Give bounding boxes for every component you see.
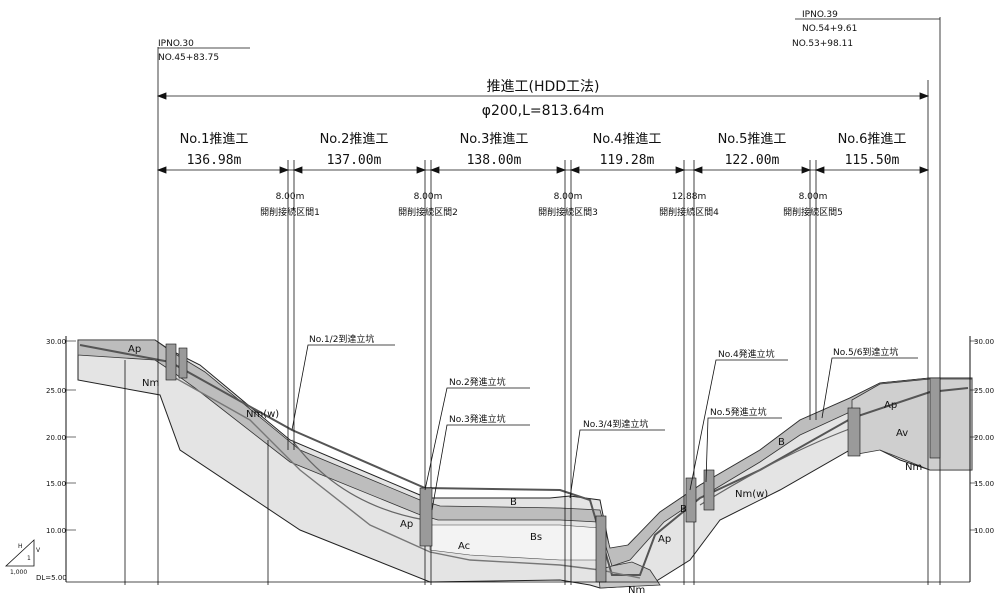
section-length: 115.50m bbox=[845, 153, 900, 168]
elevation-label: 10.00 bbox=[974, 527, 994, 535]
soil-label: Ap bbox=[658, 534, 671, 545]
elevation-label: 15.00 bbox=[974, 480, 994, 488]
pit-blocks bbox=[165, 343, 941, 583]
soil-label: Ap bbox=[128, 344, 141, 355]
soil-label: Ap bbox=[884, 400, 897, 411]
ground-right-mound bbox=[851, 378, 973, 471]
soil-label: B bbox=[778, 437, 785, 448]
soil-label: Ac bbox=[458, 541, 470, 552]
pit-label: No.3/4到達立坑 bbox=[583, 418, 648, 430]
soil-label: Nm bbox=[142, 378, 159, 389]
elevation-label: 15.00 bbox=[46, 480, 66, 488]
drawing-subtitle: φ200,L=813.64m bbox=[482, 103, 605, 119]
dimension-lines bbox=[156, 18, 940, 174]
soil-label: Nm(w) bbox=[246, 409, 279, 420]
soil-label: Nm(w) bbox=[735, 489, 768, 500]
section-length: 136.98m bbox=[187, 153, 242, 168]
elevation-label: 30.00 bbox=[974, 338, 994, 346]
pipe-arc-1 bbox=[291, 439, 426, 521]
pipe-lower bbox=[169, 374, 641, 579]
pit-label: No.2発進立坑 bbox=[449, 376, 506, 388]
ip-start-station: NO.45+83.75 bbox=[158, 53, 219, 63]
pit-label: No.1/2到達立坑 bbox=[309, 333, 374, 345]
elevation-scale-left: 30.00 25.00 20.00 15.00 10.00 DL=5.00 bbox=[36, 336, 76, 582]
scale-h-ratio: 1,000 bbox=[10, 569, 27, 576]
elevation-label: 20.00 bbox=[974, 434, 994, 442]
gap-label: 開削接続区間4 bbox=[659, 206, 719, 218]
drawing-title: 推進工(HDD工法) bbox=[486, 79, 599, 95]
section-label: No.1推進工 bbox=[180, 132, 249, 147]
pit-label: No.4発進立坑 bbox=[718, 348, 775, 360]
gap-label: 開削接続区間1 bbox=[260, 206, 320, 218]
elevation-label: 10.00 bbox=[46, 527, 66, 535]
pit-labels: No.1/2到達立坑 No.2発進立坑 No.3発進立坑 No.3/4到達立坑 … bbox=[309, 333, 898, 430]
section-label: No.3推進工 bbox=[460, 132, 529, 147]
ground-mid-band bbox=[429, 524, 604, 561]
soil-label: B bbox=[680, 504, 687, 515]
ground-layers bbox=[77, 339, 973, 589]
scale-v-label: V bbox=[36, 547, 41, 554]
pipe-arc-2 bbox=[699, 427, 853, 506]
elevation-label: 25.00 bbox=[46, 387, 66, 395]
pit-leaders bbox=[291, 344, 918, 511]
scale-h-label: H bbox=[18, 543, 23, 550]
ip-end-label: IPNO.39 bbox=[802, 10, 838, 20]
gap-label: 開削接続区間2 bbox=[398, 206, 458, 218]
gap-labels: 8.00m 開削接続区間1 8.00m 開削接続区間2 8.00m 開削接続区間… bbox=[260, 192, 843, 218]
scale-v-ratio: 1 bbox=[27, 555, 31, 562]
section-label: No.4推進工 bbox=[593, 132, 662, 147]
soil-label: Nm bbox=[628, 585, 645, 594]
elevation-label: 20.00 bbox=[46, 434, 66, 442]
soil-labels: Ap Nm Nm(w) Ap Ac B Bs Nm Ap B Nm(w) B A… bbox=[128, 344, 922, 594]
section-labels: No.1推進工 136.98m No.2推進工 137.00m No.3推進工 … bbox=[180, 132, 907, 168]
section-length: 138.00m bbox=[467, 153, 522, 168]
soil-label: Bs bbox=[530, 532, 542, 543]
elevation-label: 30.00 bbox=[46, 338, 66, 346]
datum-label: DL=5.00 bbox=[36, 574, 67, 582]
gap-label: 開削接続区間5 bbox=[783, 206, 843, 218]
soil-label: Nm bbox=[905, 462, 922, 473]
pit-label: No.3発進立坑 bbox=[449, 413, 506, 425]
section-length: 119.28m bbox=[600, 153, 655, 168]
gap-label: 開削接続区間3 bbox=[538, 206, 598, 218]
soil-label: Ap bbox=[400, 519, 413, 530]
pit-label: No.5/6到達立坑 bbox=[833, 346, 898, 358]
section-label: No.2推進工 bbox=[320, 132, 389, 147]
pipe-lines bbox=[79, 344, 969, 579]
gap-length: 8.00m bbox=[799, 192, 828, 202]
scale-triangle: V 1 H 1,000 bbox=[4, 539, 41, 576]
section-label: No.6推進工 bbox=[838, 132, 907, 147]
gap-length: 8.00m bbox=[414, 192, 443, 202]
elevation-label: 25.00 bbox=[974, 387, 994, 395]
soil-label: B bbox=[510, 497, 517, 508]
ip-labels: IPNO.30 NO.45+83.75 IPNO.39 NO.54+9.61 N… bbox=[158, 10, 857, 63]
elevation-scale-right: 30.00 25.00 20.00 15.00 10.00 bbox=[969, 336, 994, 582]
ip-end-station-1: NO.54+9.61 bbox=[802, 24, 857, 34]
section-length: 137.00m bbox=[327, 153, 382, 168]
gap-length: 12.88m bbox=[672, 192, 707, 202]
dimension-verticals bbox=[124, 17, 941, 585]
pit-label: No.5発進立坑 bbox=[710, 406, 767, 418]
section-label: No.5推進工 bbox=[718, 132, 787, 147]
soil-label: Av bbox=[896, 428, 908, 439]
gap-length: 8.00m bbox=[554, 192, 583, 202]
section-length: 122.00m bbox=[725, 153, 780, 168]
gap-length: 8.00m bbox=[276, 192, 305, 202]
ip-start-label: IPNO.30 bbox=[158, 39, 194, 49]
ip-end-station-2: NO.53+98.11 bbox=[792, 39, 853, 49]
